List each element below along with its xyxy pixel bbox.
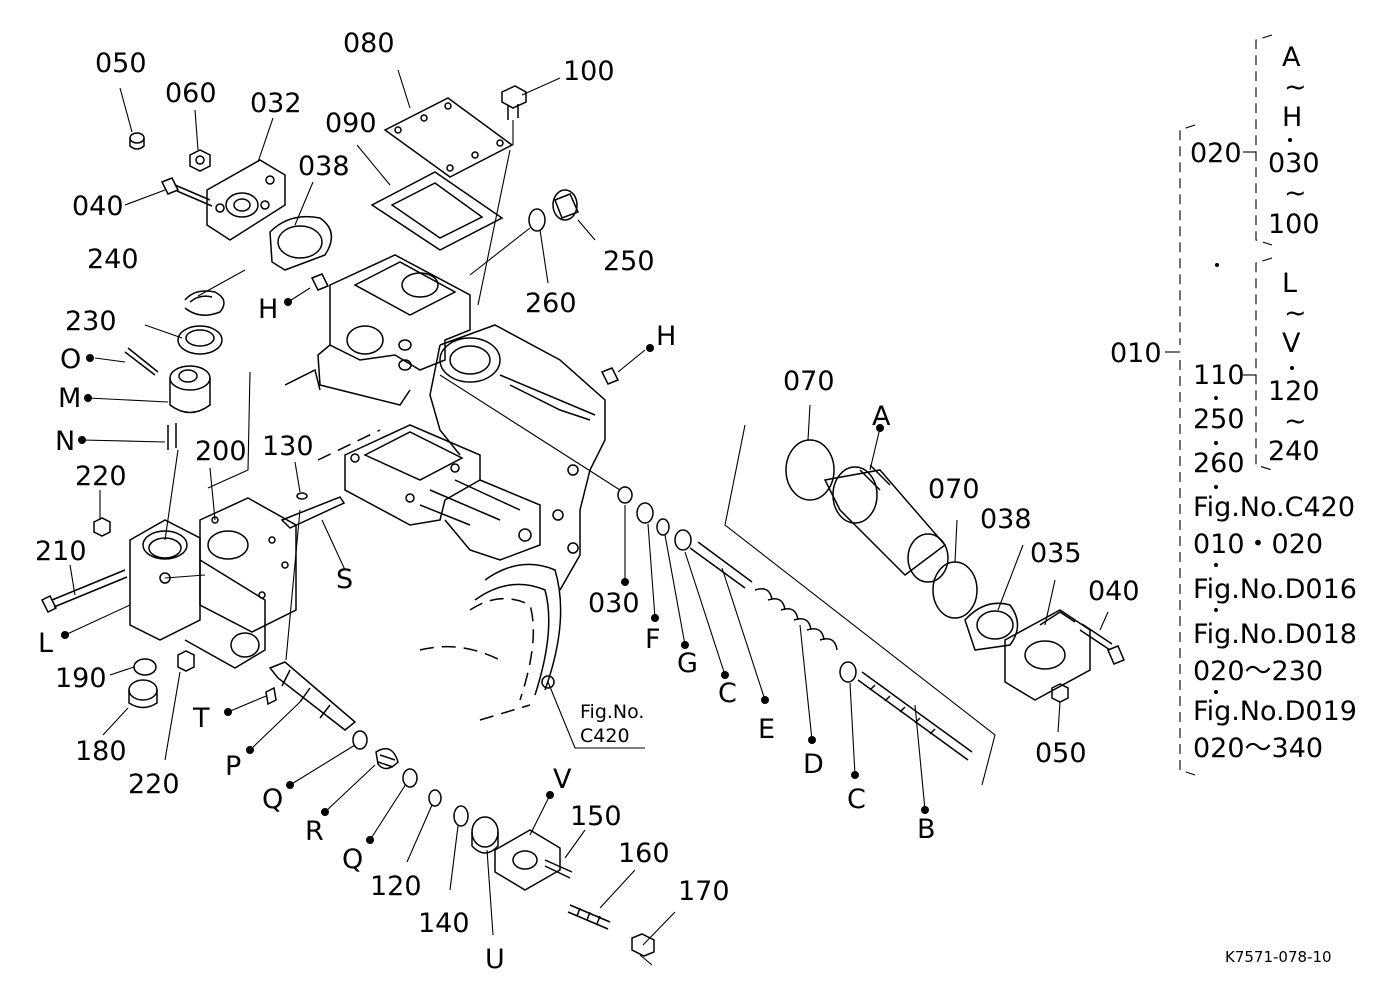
- label-q-lower: Q: [342, 844, 363, 875]
- leader-dots: [61, 298, 929, 844]
- legend-l: L: [1282, 268, 1297, 299]
- label-u: U: [485, 944, 505, 975]
- legend-120: 120: [1268, 376, 1320, 407]
- label-g: G: [677, 648, 698, 679]
- transmission-housing: [284, 254, 645, 749]
- drawing-code: K7571-078-10: [1225, 948, 1332, 966]
- label-038-left: 038: [298, 151, 350, 182]
- label-260: 260: [525, 288, 577, 319]
- legend-fig-d018-range: 020～230: [1193, 656, 1323, 687]
- label-o: O: [60, 344, 81, 375]
- label-150: 150: [570, 801, 622, 832]
- label-q-upper: Q: [262, 784, 283, 815]
- legend-fig-d016: Fig.No.D016: [1193, 574, 1357, 605]
- legend-a: A: [1282, 42, 1301, 73]
- label-c-lower: C: [847, 784, 866, 815]
- legend-240: 240: [1268, 436, 1320, 467]
- legend-110: 110: [1193, 360, 1245, 391]
- cylinder-assembly: [439, 367, 1125, 786]
- label-100: 100: [563, 56, 615, 87]
- part-labels: 050 060 032 080 100 090 038 040 240 250 …: [35, 28, 1140, 975]
- legend-v: V: [1282, 328, 1301, 359]
- legend-fig-c420: Fig.No.C420: [1193, 492, 1355, 523]
- legend-100: 100: [1268, 209, 1320, 240]
- label-v: V: [553, 764, 572, 795]
- legend-fig-d019: Fig.No.D019: [1193, 696, 1357, 727]
- left-cover-assembly: [124, 85, 580, 541]
- label-c-upper: C: [718, 678, 737, 709]
- label-h-right: H: [656, 321, 676, 352]
- legend-tilde-1: ~: [1284, 72, 1307, 103]
- label-030: 030: [588, 588, 640, 619]
- label-060: 060: [165, 78, 217, 109]
- label-120: 120: [370, 871, 422, 902]
- label-a: A: [872, 401, 891, 432]
- label-m: M: [58, 383, 81, 414]
- label-070-right: 070: [928, 474, 980, 505]
- label-s: S: [336, 564, 353, 595]
- label-240: 240: [87, 244, 139, 275]
- label-170: 170: [678, 876, 730, 907]
- legend-fig-c420-range: 010・020: [1193, 529, 1323, 560]
- legend-260: 260: [1193, 448, 1245, 479]
- legend-fig-d019-range: 020～340: [1193, 733, 1323, 764]
- label-210: 210: [35, 536, 87, 567]
- legend-tilde-2: ~: [1284, 178, 1307, 209]
- label-l: L: [38, 628, 53, 659]
- legend-h: H: [1282, 102, 1302, 133]
- fig-ref-number: C420: [580, 725, 630, 747]
- label-090: 090: [325, 108, 377, 139]
- parts-legend: 010 020 A ~ H 030 ~ 100 L ~ V 110 120 ~ …: [1110, 34, 1357, 776]
- label-140: 140: [418, 908, 470, 939]
- legend-250: 250: [1193, 404, 1245, 435]
- label-230: 230: [65, 306, 117, 337]
- label-032: 032: [250, 88, 302, 119]
- label-220-upper: 220: [75, 461, 127, 492]
- label-180: 180: [75, 736, 127, 767]
- legend-030: 030: [1268, 148, 1320, 179]
- label-160: 160: [618, 838, 670, 869]
- label-f: F: [645, 624, 661, 655]
- label-130: 130: [262, 431, 314, 462]
- label-d: D: [803, 749, 824, 780]
- label-n: N: [55, 426, 75, 457]
- legend-tilde-3: ~: [1284, 298, 1307, 329]
- label-070-left: 070: [783, 366, 835, 397]
- label-t: T: [192, 703, 210, 734]
- label-040-right: 040: [1088, 576, 1140, 607]
- legend-010: 010: [1110, 338, 1162, 369]
- label-200: 200: [195, 436, 247, 467]
- label-038-right: 038: [980, 504, 1032, 535]
- label-190: 190: [55, 663, 107, 694]
- fig-ref-label: Fig.No.: [580, 701, 644, 723]
- label-040-left: 040: [72, 191, 124, 222]
- label-080: 080: [343, 28, 395, 59]
- legend-020: 020: [1190, 138, 1242, 169]
- label-050-right: 050: [1035, 738, 1087, 769]
- label-220-lower: 220: [128, 769, 180, 800]
- valve-body-assembly: [40, 371, 655, 966]
- label-b: B: [917, 814, 936, 845]
- legend-tilde-4: ~: [1284, 406, 1307, 437]
- label-e: E: [758, 714, 775, 745]
- label-r: R: [305, 816, 324, 847]
- label-250: 250: [603, 246, 655, 277]
- label-050: 050: [95, 48, 147, 79]
- legend-fig-d018: Fig.No.D018: [1193, 619, 1357, 650]
- label-035: 035: [1030, 538, 1082, 569]
- label-p: P: [225, 751, 241, 782]
- leader-lines: [64, 69, 1109, 946]
- label-h-upper: H: [258, 294, 278, 325]
